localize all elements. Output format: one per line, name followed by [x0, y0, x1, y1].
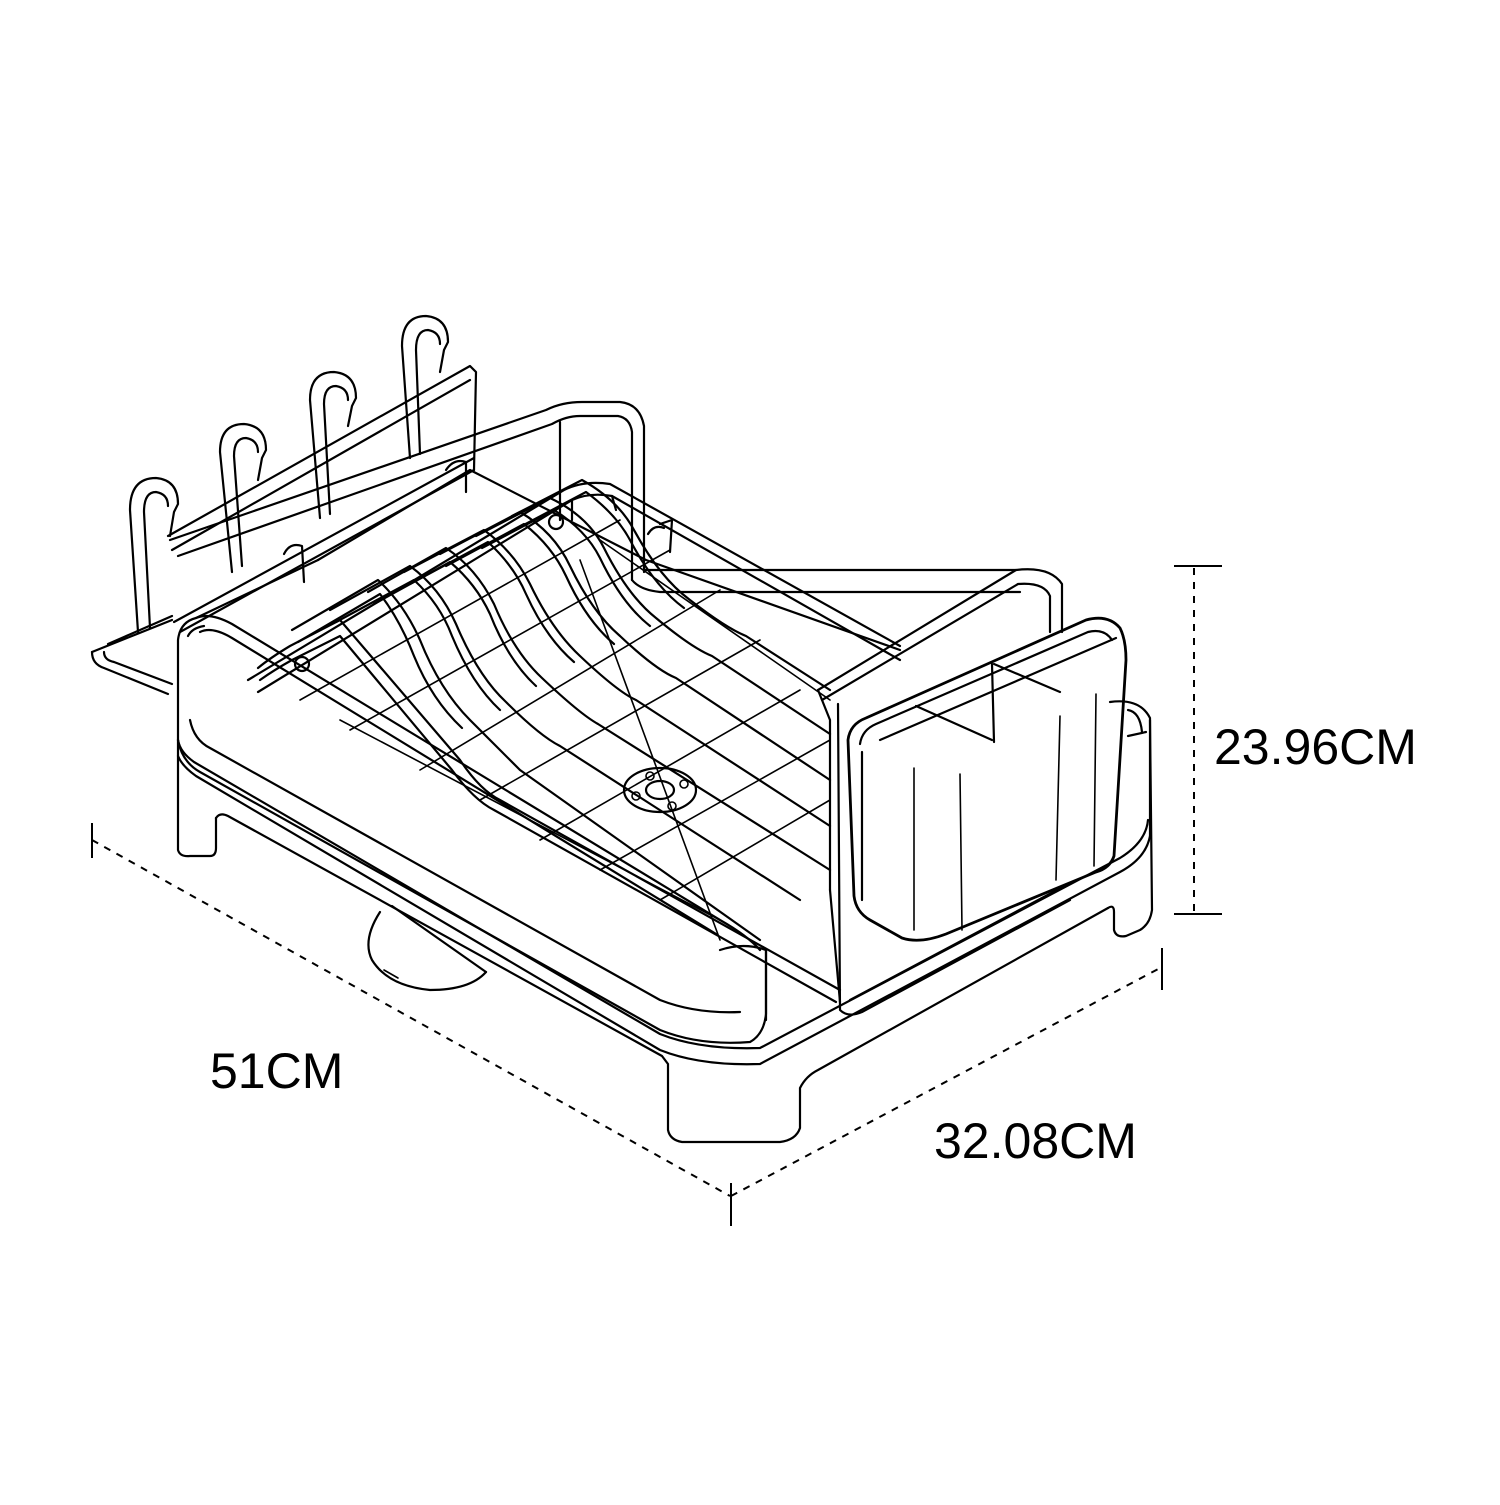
drain-hole [622, 766, 698, 814]
height-dimension-line [1174, 565, 1222, 915]
length-dimension-line [91, 823, 732, 1226]
height-dimension-label: 23.96CM [1214, 719, 1417, 775]
width-dimension-label: 32.08CM [934, 1113, 1137, 1169]
upper-rails [316, 468, 902, 652]
basket-frame [176, 558, 768, 1044]
width-dimension-line [730, 948, 1163, 1197]
base-tray [176, 700, 1154, 1144]
side-handle-rail [816, 568, 1074, 1016]
drain-spout [367, 904, 488, 992]
screws [293, 513, 565, 673]
length-dimension-label: 51CM [210, 1043, 344, 1099]
grid-cross-wires [299, 519, 831, 941]
back-wire-frame [168, 400, 1022, 594]
utensil-holder [846, 616, 1128, 942]
plate-divider-wires [256, 478, 842, 1004]
cup-holder [90, 314, 478, 696]
